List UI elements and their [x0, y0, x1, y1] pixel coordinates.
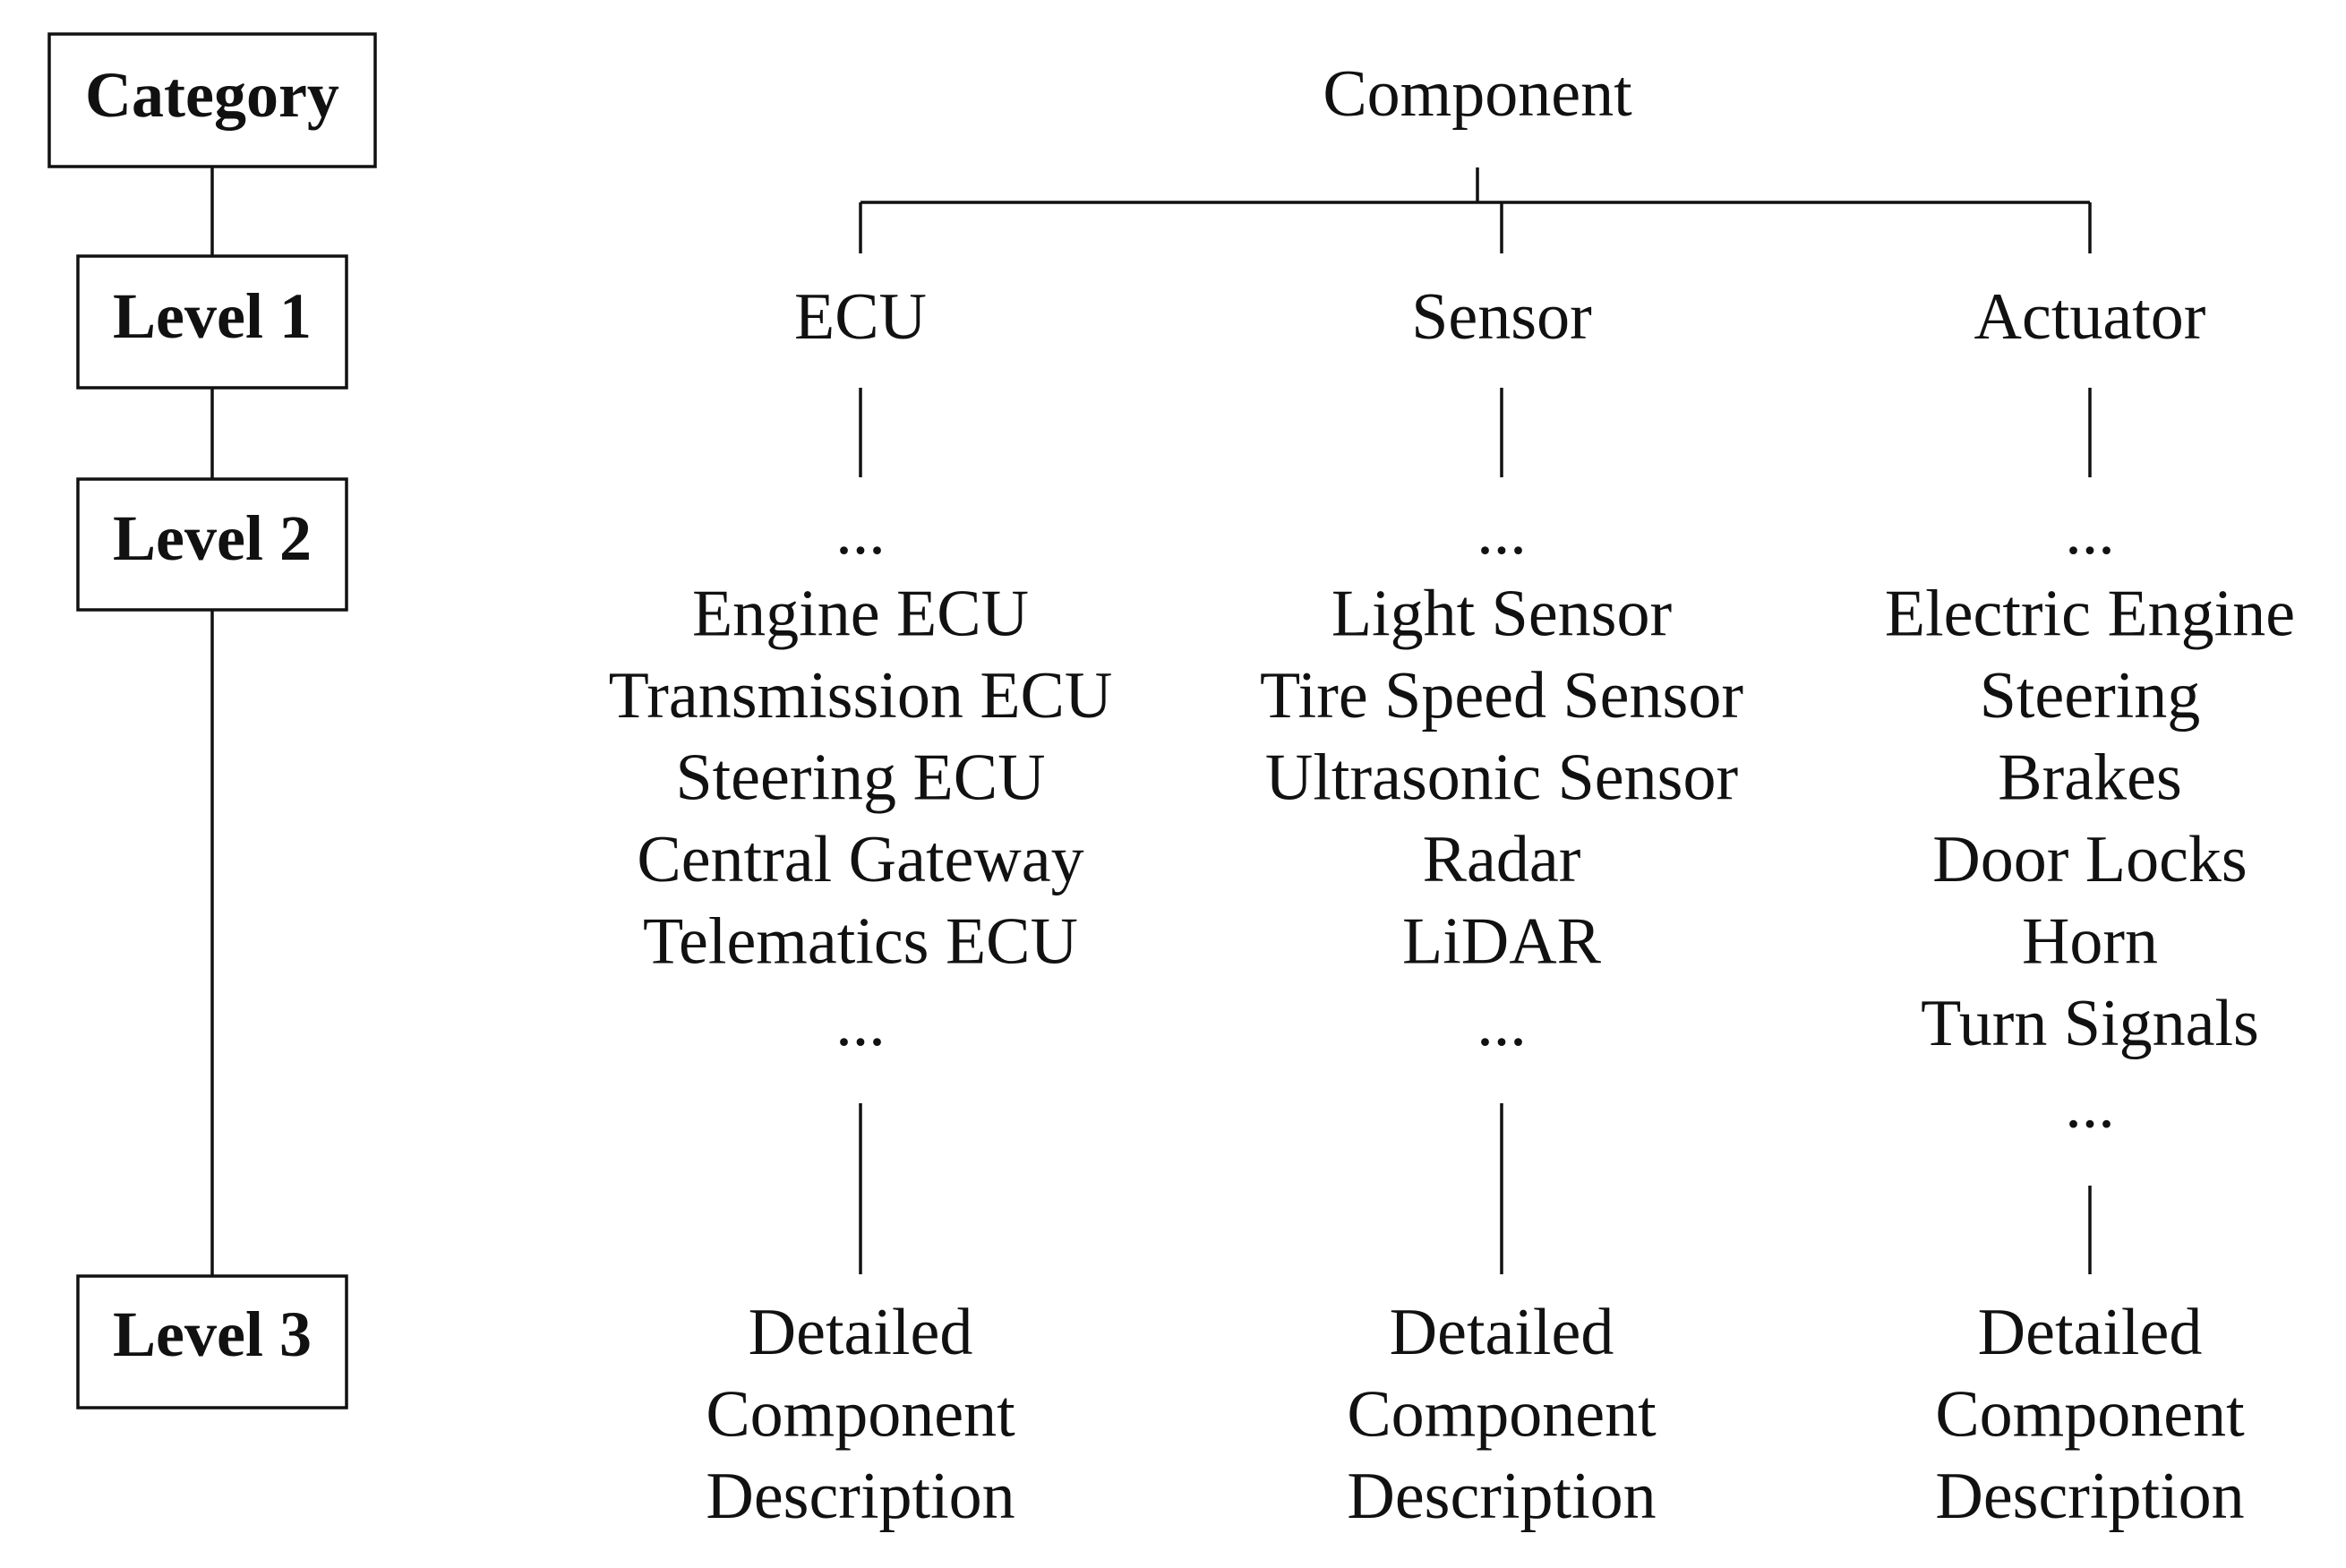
list-item: Telematics ECU: [643, 905, 1078, 979]
column-title: Actuator: [1974, 280, 2206, 354]
list-item: LiDAR: [1402, 905, 1602, 979]
list-item: Electric Engine: [1885, 578, 2295, 651]
list-item: Tire Speed Sensor: [1260, 659, 1743, 733]
column-actuator: Actuator ... Electric EngineSteeringBrake…: [1885, 280, 2295, 1533]
list-item: Central Gateway: [637, 823, 1083, 896]
detail-line: Description: [706, 1460, 1015, 1533]
ellipsis: ...: [2065, 1069, 2115, 1143]
list-item: Steering ECU: [675, 741, 1045, 815]
category-box: [47, 32, 377, 168]
list-item: Horn: [2022, 905, 2158, 979]
level-2-box: [76, 477, 348, 612]
ellipsis: ...: [1477, 987, 1527, 1060]
ellipsis: ...: [1477, 495, 1527, 569]
level-1-label: Level 1: [113, 280, 312, 352]
column-title: ECU: [794, 280, 927, 354]
detail-line: Detailed: [1390, 1296, 1614, 1369]
list-item: Engine ECU: [692, 578, 1029, 651]
level-ladder: Category Level 1 Level 2 Level 3: [47, 32, 377, 1409]
ellipsis: ...: [835, 987, 886, 1060]
column-title: Sensor: [1411, 280, 1591, 354]
detail-line: Description: [1935, 1460, 2244, 1533]
detail-line: Description: [1347, 1460, 1656, 1533]
list-item: Light Sensor: [1331, 578, 1672, 651]
list-item: Ultrasonic Sensor: [1265, 741, 1738, 815]
ellipsis: ...: [835, 495, 886, 569]
column-items: ... Engine ECU Transmission ECU Steering EC…: [609, 495, 1113, 1060]
detail-line: Detailed: [1978, 1296, 2203, 1369]
list-item: Turn Signals: [1921, 987, 2259, 1060]
list-item: Brakes: [1998, 741, 2182, 815]
category-label: Category: [85, 59, 339, 131]
column-ecu: ECU ... Engine ECU Transmission ECU Steerin…: [609, 280, 1113, 1533]
level-3-box: [76, 1274, 348, 1409]
list-item: Steering: [1980, 659, 2201, 733]
level-3-label: Level 3: [113, 1298, 312, 1370]
detail-line: Detailed: [749, 1296, 973, 1369]
list-item: Radar: [1423, 823, 1581, 896]
list-item: Door Locks: [1932, 823, 2247, 896]
detail-line: Component: [706, 1378, 1015, 1452]
level-2-label: Level 2: [113, 502, 312, 574]
ellipsis: ...: [2065, 495, 2115, 569]
level-1-box: [76, 254, 348, 390]
tree-root: Component: [859, 57, 2092, 253]
list-item: Transmission ECU: [609, 659, 1113, 733]
detail-line: Component: [1347, 1378, 1657, 1452]
detail-line: Component: [1935, 1378, 2245, 1452]
root-label: Component: [1323, 57, 1632, 131]
